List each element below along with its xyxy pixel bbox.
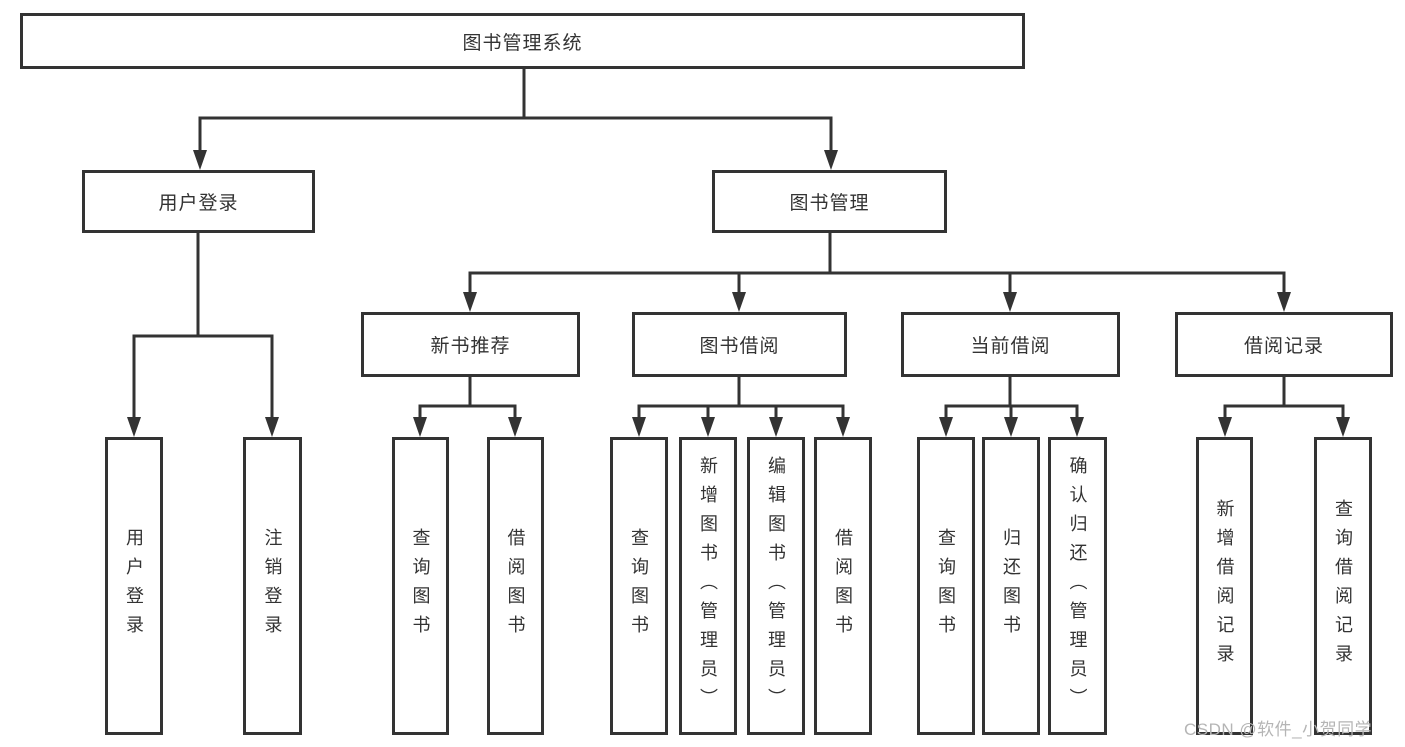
leaf-query-books-borrow: 查询图书 [610, 437, 668, 735]
leaf-add-borrow-record: 新增借阅记录 [1196, 437, 1253, 735]
node-label: 查询借阅记录 [1333, 499, 1353, 673]
leaf-edit-books-admin: 编辑图书（管理员） [747, 437, 805, 735]
node-label: 查询图书 [629, 528, 649, 644]
node-label: 图书管理系统 [462, 32, 583, 54]
node-book-borrow: 图书借阅 [632, 312, 847, 377]
csdn-watermark: CSDN @软件_小贺同学 [1184, 720, 1373, 739]
leaf-query-borrow-record: 查询借阅记录 [1314, 437, 1372, 735]
node-label: 借阅记录 [1243, 336, 1324, 357]
connector-book-borrow-branch [632, 377, 850, 437]
node-label: 编辑图书（管理员） [766, 455, 786, 717]
connector-borrow-records-branch [1218, 377, 1350, 437]
connector-user-login-branch [127, 233, 279, 437]
node-label: 借阅图书 [833, 528, 853, 644]
connector-new-book-recommend-branch [413, 377, 522, 437]
node-label: 新增图书（管理员） [698, 455, 718, 717]
leaf-user-login: 用户登录 [105, 437, 163, 735]
connector-current-borrow-branch [939, 377, 1084, 437]
leaf-borrow-books: 借阅图书 [814, 437, 872, 735]
node-label: 新书推荐 [430, 336, 511, 357]
node-new-book-recommend: 新书推荐 [361, 312, 580, 377]
leaf-confirm-return-admin: 确认归还（管理员） [1048, 437, 1107, 735]
node-label: 确认归还（管理员） [1067, 455, 1088, 717]
connector-root-to-level2 [193, 69, 838, 170]
node-borrow-records: 借阅记录 [1175, 312, 1393, 377]
node-label: 图书借阅 [699, 336, 780, 357]
leaf-return-books: 归还图书 [982, 437, 1040, 735]
leaf-query-books-current: 查询图书 [917, 437, 975, 735]
node-user-login: 用户登录 [82, 170, 315, 233]
node-library-management-system: 图书管理系统 [20, 13, 1025, 69]
node-label: 当前借阅 [970, 336, 1051, 357]
node-label: 用户登录 [158, 193, 239, 214]
node-label: 借阅图书 [505, 528, 526, 644]
node-label: 归还图书 [1001, 528, 1021, 644]
node-label: 查询图书 [936, 528, 956, 644]
node-current-borrow: 当前借阅 [901, 312, 1120, 377]
leaf-logout: 注销登录 [243, 437, 302, 735]
leaf-borrow-books-recommend: 借阅图书 [487, 437, 544, 735]
node-label: 注销登录 [262, 528, 283, 644]
connector-book-management-branch [463, 233, 1291, 312]
node-label: 用户登录 [124, 528, 144, 644]
node-book-management: 图书管理 [712, 170, 947, 233]
node-label: 查询图书 [410, 528, 431, 644]
leaf-query-books-recommend: 查询图书 [392, 437, 449, 735]
leaf-add-books-admin: 新增图书（管理员） [679, 437, 737, 735]
node-label: 新增借阅记录 [1214, 499, 1235, 673]
node-label: 图书管理 [789, 193, 870, 214]
